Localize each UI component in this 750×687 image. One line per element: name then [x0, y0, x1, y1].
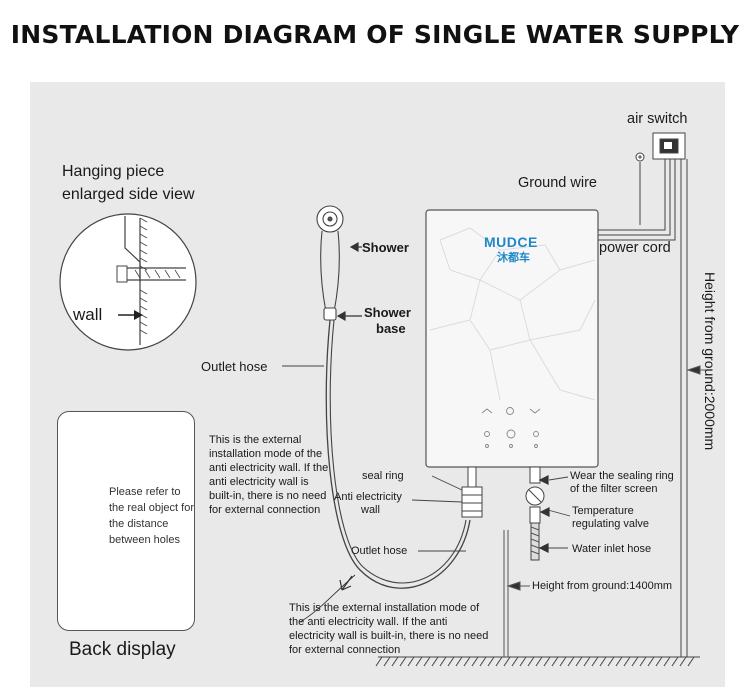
shower-head	[316, 205, 344, 321]
hanging-piece-detail	[59, 213, 197, 351]
ground-hatch-mark	[583, 656, 591, 667]
sealing-ring-label-2: of the filter screen	[570, 483, 658, 495]
ground-hatch-mark	[511, 656, 519, 667]
water-heater	[425, 209, 599, 468]
shower-label: Shower	[362, 240, 409, 255]
ground-hatch-mark	[663, 656, 671, 667]
outlet-hose	[325, 319, 471, 589]
ground-line	[375, 656, 700, 667]
external-mode-note-top: This is the external installation mode o…	[209, 434, 329, 516]
power-cord	[598, 132, 688, 657]
shower-base-label-2: base	[376, 321, 406, 336]
ground-hatch-mark	[559, 656, 567, 667]
ground-hatch-mark	[527, 656, 535, 667]
arrows	[299, 241, 550, 623]
ground-hatch-mark	[375, 656, 383, 667]
ground-hatch-mark	[415, 656, 423, 667]
ground-hatch-mark	[551, 656, 559, 667]
ground-wire-label: Ground wire	[518, 175, 597, 191]
inlet-valve	[525, 466, 545, 561]
ground-hatch-mark	[439, 656, 447, 667]
power-cord-label: power cord	[599, 240, 671, 256]
external-mode-note-bottom: This is the external installation mode o…	[289, 602, 489, 656]
ground-hatch-mark	[479, 656, 487, 667]
temp-valve-label-2: regulating valve	[572, 518, 650, 530]
ground-hatch-mark	[431, 656, 439, 667]
water-inlet-hose-label: Water inlet hose	[572, 543, 652, 555]
ground-hatch-mark	[423, 656, 431, 667]
back-display-card	[57, 411, 195, 631]
ground-hatch-mark	[575, 656, 583, 667]
water-inlet-hose	[530, 522, 540, 561]
height-lines	[503, 365, 708, 657]
ground-hatch-mark	[567, 656, 575, 667]
height-2000-label: Height from ground:2000mm	[702, 272, 718, 451]
outlet-fitting	[461, 466, 483, 518]
ground-hatch-mark	[679, 656, 687, 667]
ground-hatch-mark	[631, 656, 639, 667]
ground-hatch-mark	[447, 656, 455, 667]
ground-hatch-mark	[503, 656, 511, 667]
enlarged-side-view-label: enlarged side view	[62, 186, 195, 203]
ground-hatch-mark	[607, 656, 615, 667]
ground-hatch-mark	[591, 656, 599, 667]
ground-hatch-mark	[599, 656, 607, 667]
wall-label: wall	[73, 305, 103, 324]
ground-hatch-mark	[471, 656, 479, 667]
anti-electricity-wall-label-1: Anti electricity	[334, 491, 402, 503]
ground-hatch-mark	[671, 656, 679, 667]
outlet-hose-label: Outlet hose	[201, 359, 268, 374]
ground-hatch-mark	[647, 656, 655, 667]
holes-distance-note: Please refer to the real object for the …	[109, 486, 194, 546]
page-title: INSTALLATION DIAGRAM OF SINGLE WATER SUP…	[10, 20, 740, 49]
sealing-ring-label-1: Wear the sealing ring	[570, 470, 674, 482]
air-switch-label: air switch	[627, 111, 688, 127]
ground-hatch-mark	[543, 656, 551, 667]
ground-hatch-mark	[463, 656, 471, 667]
ground-hatch-mark	[535, 656, 543, 667]
ground-hatch-mark	[383, 656, 391, 667]
seal-ring-label: seal ring	[362, 470, 404, 482]
ground-hatch-mark	[623, 656, 631, 667]
shower-base-label-1: Shower	[364, 305, 411, 320]
ground-hatch-mark	[687, 656, 695, 667]
ground-hatch-mark	[519, 656, 527, 667]
ground-hatch-mark	[407, 656, 415, 667]
brand-logo: MUDCE	[484, 234, 538, 250]
temp-valve-label-1: Temperature	[572, 505, 634, 517]
back-display-label: Back display	[69, 639, 176, 660]
leader-lines	[282, 365, 571, 552]
control-panel	[481, 407, 541, 448]
brand-logo-cn: 沐都车	[497, 252, 530, 264]
ground-hatch-mark	[639, 656, 647, 667]
ground-hatch-mark	[399, 656, 407, 667]
ground-hatch-mark	[455, 656, 463, 667]
height-1400-label: Height from ground:1400mm	[532, 580, 673, 592]
ground-hatch-mark	[655, 656, 663, 667]
anti-electricity-wall-label-2: wall	[361, 504, 380, 516]
ground-hatch-mark	[391, 656, 399, 667]
hanging-piece-label: Hanging piece	[62, 163, 165, 180]
ground-hatch-mark	[487, 656, 495, 667]
outlet-hose-label-2: Outlet hose	[351, 545, 408, 557]
ground-hatch-mark	[495, 656, 503, 667]
ground-hatch-mark	[615, 656, 623, 667]
